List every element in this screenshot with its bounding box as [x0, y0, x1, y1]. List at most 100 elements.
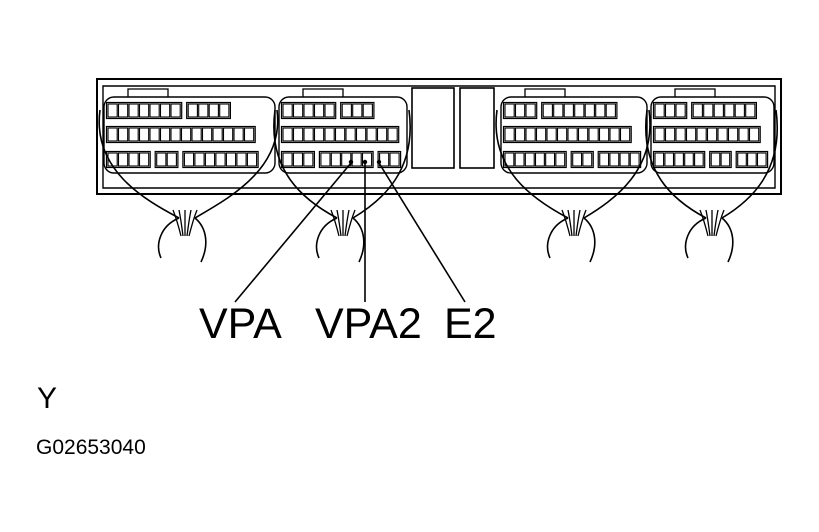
terminal-cell — [292, 152, 304, 167]
terminal-cell — [605, 103, 616, 118]
cell-group — [105, 101, 183, 120]
terminal-cell — [362, 103, 373, 118]
view-label: Y — [37, 382, 58, 415]
terminal-cell — [524, 152, 535, 167]
terminal-cell — [107, 103, 118, 118]
block-shroud — [650, 96, 775, 174]
terminal-cell — [514, 152, 525, 167]
terminal-cell — [334, 127, 346, 142]
terminal-cell — [138, 103, 150, 118]
cell-group — [652, 125, 761, 144]
terminal-cell — [170, 103, 181, 118]
center-slot-right — [459, 87, 495, 169]
terminal-cell — [361, 152, 373, 167]
terminal-cell — [582, 152, 593, 167]
cell-group — [280, 150, 316, 169]
terminal-cell — [191, 127, 202, 142]
wire-strand — [567, 209, 573, 237]
terminal-cell — [187, 103, 198, 118]
terminal-cell — [201, 127, 213, 142]
terminal-cell — [341, 103, 352, 118]
terminal-cell — [387, 127, 398, 142]
terminal-block-2 — [278, 88, 408, 174]
e2-terminal-point — [376, 159, 382, 165]
terminal-cell — [198, 103, 209, 118]
wire-strand — [188, 209, 198, 237]
terminal-cell — [504, 127, 515, 142]
cell-group — [735, 150, 769, 169]
harness-3 — [495, 109, 651, 263]
terminal-cell — [514, 103, 526, 118]
terminal-cell — [215, 152, 226, 167]
terminal-cell — [577, 127, 589, 142]
terminal-cell — [619, 152, 630, 167]
terminal-cell — [734, 103, 745, 118]
terminal-cell — [534, 152, 545, 167]
terminal-cell — [204, 152, 216, 167]
vpa2-callout-label: VPA2 — [315, 300, 422, 348]
terminal-cell — [233, 127, 244, 142]
terminal-cell — [619, 127, 631, 142]
terminal-cell — [737, 152, 747, 167]
block-shroud — [500, 96, 648, 174]
cell-group — [105, 125, 256, 144]
wire-strand — [715, 209, 725, 237]
e2-leader-line — [378, 162, 466, 303]
terminal-cell — [212, 127, 223, 142]
vpa-terminal-point — [348, 159, 354, 165]
harness-4 — [645, 109, 778, 263]
vpa-leader-line — [234, 162, 352, 303]
cell-group — [340, 101, 375, 120]
terminal-block-1 — [103, 88, 276, 174]
terminal-cell — [703, 103, 714, 118]
terminal-cell — [351, 152, 362, 167]
cell-group — [597, 150, 642, 169]
terminal-block-4 — [650, 88, 775, 174]
terminal-cell — [555, 152, 566, 167]
terminal-cell — [345, 127, 356, 142]
cell-group — [570, 150, 594, 169]
terminal-cell — [292, 127, 304, 142]
wire-strand — [561, 209, 571, 237]
terminal-cell — [389, 152, 400, 167]
terminal-cell — [710, 152, 721, 167]
terminal-cell — [727, 127, 739, 142]
block-key — [674, 88, 716, 97]
terminal-cell — [675, 103, 686, 118]
terminal-cell — [504, 152, 515, 167]
cell-group — [541, 101, 618, 120]
wire-strand — [186, 209, 192, 237]
cell-group — [502, 101, 538, 120]
terminal-cell — [303, 152, 314, 167]
terminal-block-3 — [500, 88, 648, 174]
cell-group — [377, 150, 402, 169]
terminal-cell — [166, 152, 177, 167]
terminal-cell — [282, 127, 293, 142]
terminal-cell — [696, 127, 707, 142]
harness-bundle — [546, 217, 596, 263]
terminal-cell — [282, 152, 293, 167]
wire-strand — [178, 209, 184, 237]
terminal-cell — [225, 152, 237, 167]
terminal-cell — [535, 127, 547, 142]
wire-strand — [575, 209, 581, 237]
terminal-cell — [598, 127, 610, 142]
terminal-cell — [685, 127, 697, 142]
terminal-cell — [107, 127, 118, 142]
terminal-cell — [159, 103, 171, 118]
terminal-cell — [675, 127, 686, 142]
terminal-cell — [313, 127, 325, 142]
harness-bundle — [157, 217, 207, 263]
terminal-cell — [138, 127, 150, 142]
cell-group — [186, 101, 231, 120]
terminal-cell — [584, 103, 595, 118]
terminal-cell — [664, 103, 676, 118]
terminal-cell — [748, 127, 760, 142]
terminal-cell — [525, 103, 536, 118]
terminal-cell — [609, 152, 620, 167]
wire-strand — [336, 209, 342, 237]
cell-group — [502, 150, 567, 169]
terminal-cell — [159, 127, 171, 142]
harness-bundle — [315, 217, 365, 263]
harness-1 — [98, 109, 279, 263]
